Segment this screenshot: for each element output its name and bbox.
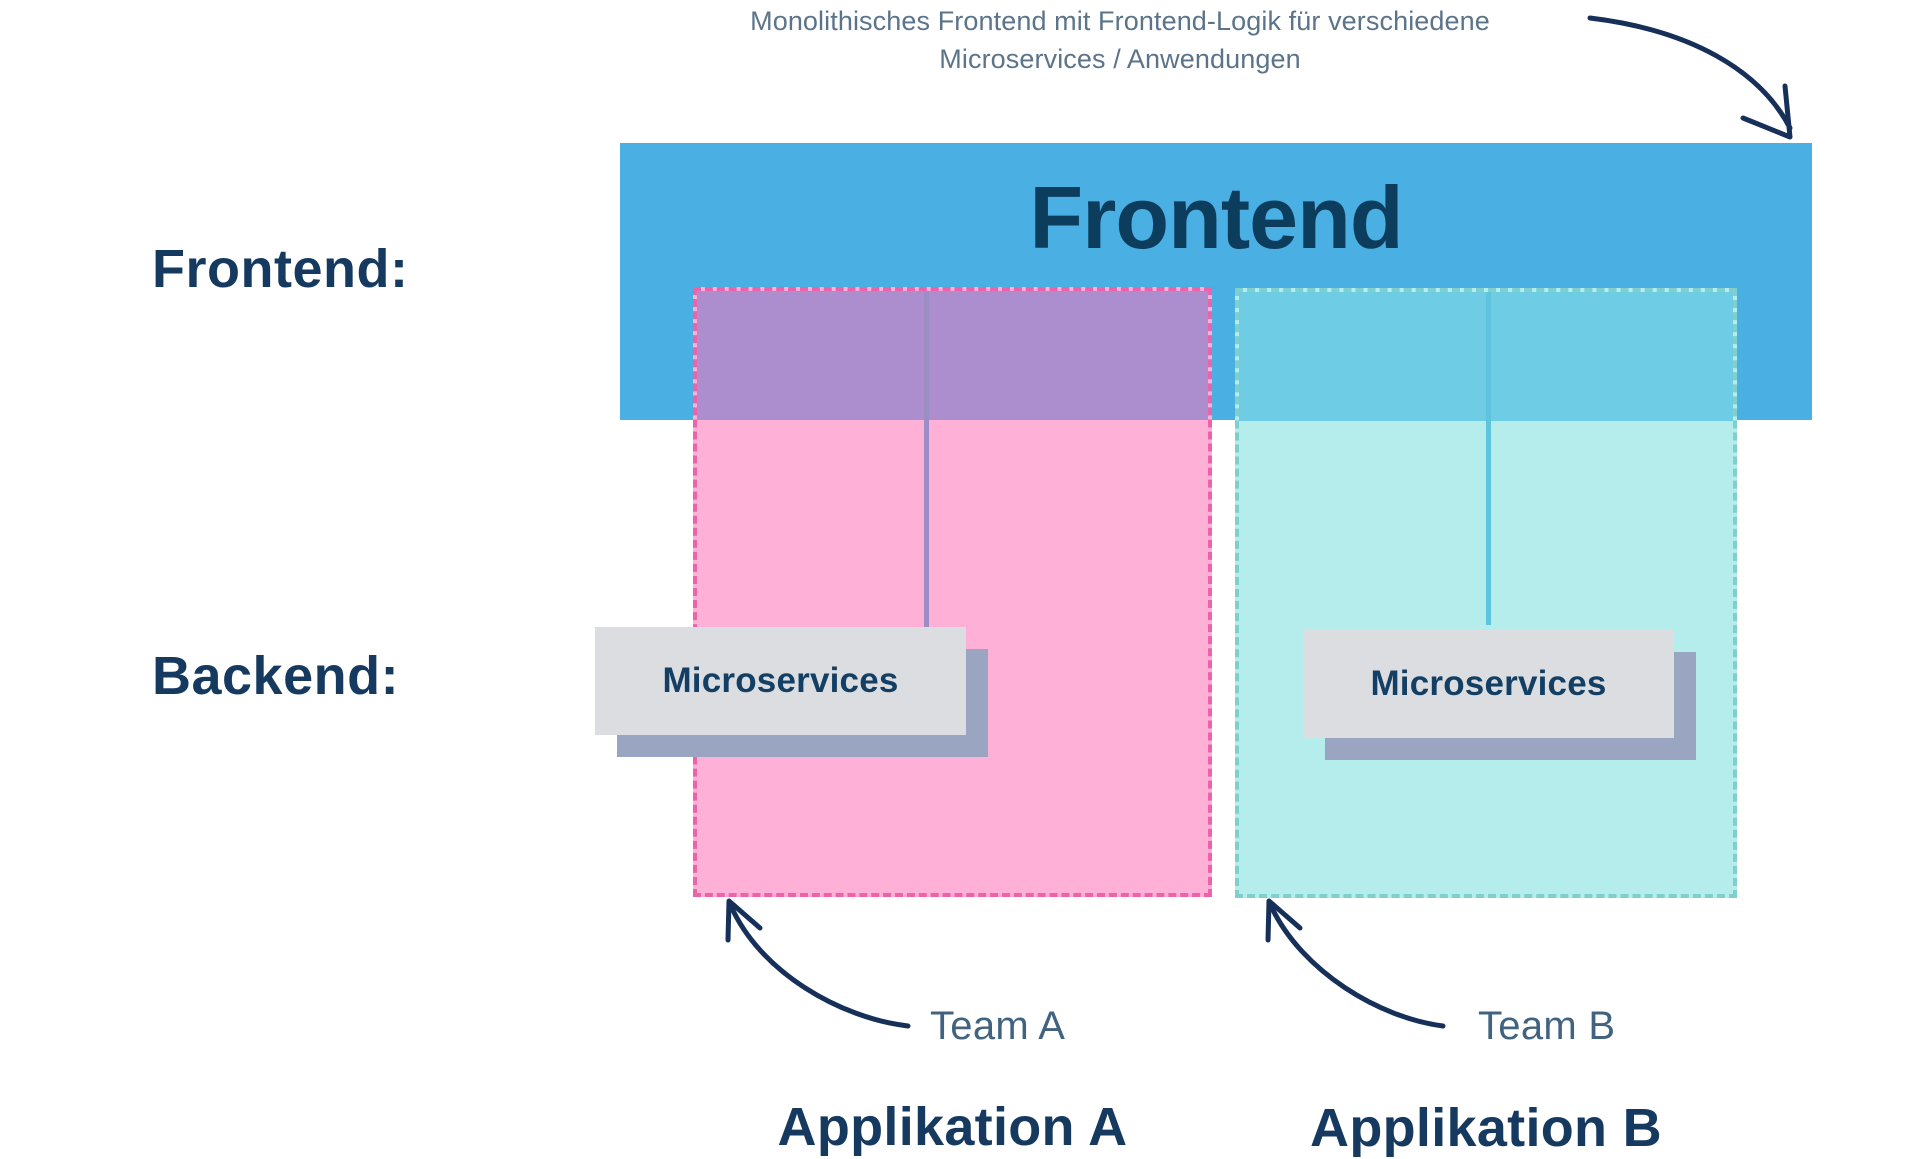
application-a-connector-line bbox=[924, 291, 929, 636]
microservices-b-label: Microservices bbox=[1370, 664, 1607, 703]
application-a-overlap-region bbox=[697, 291, 1208, 420]
application-b-label: Applikation B bbox=[1310, 1098, 1662, 1158]
application-a-box: Applikation A bbox=[693, 287, 1212, 1157]
caption-line-2: Microservices / Anwendungen bbox=[939, 44, 1301, 74]
team-b-arrow-icon bbox=[1265, 898, 1446, 1029]
application-b-connector-line bbox=[1486, 292, 1491, 625]
caption-line-1: Monolithisches Frontend mit Frontend-Log… bbox=[750, 6, 1490, 36]
diagram-caption: Monolithisches Frontend mit Frontend-Log… bbox=[660, 2, 1580, 78]
microservices-a-box: Microservices bbox=[595, 627, 966, 735]
microservices-b-group: Microservices bbox=[1303, 630, 1696, 760]
microservices-b-box: Microservices bbox=[1303, 630, 1674, 738]
team-a-label: Team A bbox=[930, 1004, 1066, 1048]
frontend-band-title: Frontend bbox=[1029, 168, 1403, 267]
row-label-frontend: Frontend: bbox=[152, 239, 409, 299]
application-a-label: Applikation A bbox=[777, 1097, 1128, 1157]
row-label-backend: Backend: bbox=[152, 646, 400, 706]
diagram-canvas: Monolithisches Frontend mit Frontend-Log… bbox=[152, 2, 1812, 1158]
team-a-arrow-icon bbox=[725, 898, 911, 1029]
application-b-box: Applikation B bbox=[1235, 288, 1737, 1158]
microservices-a-label: Microservices bbox=[662, 661, 899, 700]
caption-to-frontend-arrow-icon bbox=[1587, 15, 1793, 140]
team-b-label: Team B bbox=[1478, 1004, 1616, 1048]
microservices-a-group: Microservices bbox=[595, 627, 988, 757]
